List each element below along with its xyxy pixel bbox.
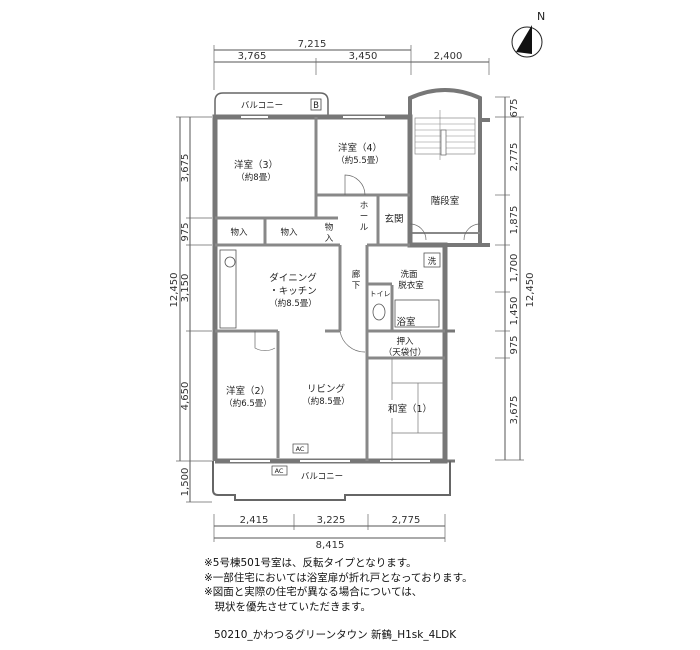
room-storage-1: 物入 [230, 227, 248, 238]
dim-left-5: 1,500 [180, 468, 191, 497]
door-swings [254, 174, 481, 353]
dim-right-6: 975 [509, 335, 520, 354]
dim-bottom-1: 2,415 [240, 515, 269, 526]
dim-left-2: 975 [180, 222, 191, 241]
ac-indoor-label: AC [296, 445, 305, 453]
stove-icon [224, 256, 236, 268]
toilet-fixture [372, 303, 386, 321]
room-western4-size: （約5.5畳） [336, 155, 384, 166]
dim-top-3: 2,400 [434, 51, 463, 62]
dim-top-2: 3,450 [349, 51, 378, 62]
room-corridor-b: 下 [352, 281, 361, 291]
room-washroom-a: 洗面 [400, 269, 418, 280]
room-washer: 洗 [428, 256, 437, 267]
kitchen-counter [219, 249, 237, 329]
note-3: ※図面と実際の住宅が異なる場合については、 [204, 586, 423, 598]
top-dimensions: 7,215 3,765 3,450 2,400 [213, 39, 490, 90]
dim-left-1: 3,675 [180, 154, 191, 183]
dim-bottom-2: 3,225 [317, 515, 346, 526]
room-western2-size: （約6.5畳） [224, 398, 272, 409]
dim-right-7: 3,675 [509, 396, 520, 425]
note-4: 現状を優先させていただきます。 [204, 600, 371, 613]
dim-right-3: 1,875 [509, 206, 520, 235]
stairwell-label: 階段室 [431, 195, 460, 207]
dim-right-2: 2,775 [509, 143, 520, 172]
room-japanese1: 和室（1） [388, 403, 432, 415]
room-storage-3b: 入 [325, 234, 334, 244]
left-dimensions: 12,450 3,675 975 3,150 4,650 1,500 [169, 116, 212, 503]
room-bath: 浴室 [396, 316, 415, 328]
right-dimensions: 675 2,775 1,875 1,700 1,450 975 3,675 12… [495, 96, 536, 461]
room-western3: 洋室（3） [234, 159, 278, 171]
room-storage-3a: 物 [325, 222, 334, 233]
walls [212, 114, 490, 464]
svg-text:N: N [537, 10, 545, 23]
notes: ※5号棟501号室は、反転タイプとなります。 ※一部住宅においては浴室扉が折れ戸… [204, 556, 473, 614]
room-living-size: （約8.5畳） [302, 396, 350, 407]
balcony-b-label: B [313, 101, 319, 111]
dim-left-3: 3,150 [180, 274, 191, 303]
note-1: ※5号棟501号室は、反転タイプとなります。 [204, 557, 417, 569]
dim-right-5: 1,450 [509, 297, 520, 326]
room-corridor-a: 廊 [352, 269, 361, 280]
room-dining: ダイニング [269, 272, 317, 284]
room-storage-2: 物入 [280, 227, 298, 238]
room-entrance: 玄関 [384, 213, 403, 225]
room-washroom-b: 脱衣室 [398, 280, 424, 291]
room-closet-note: （天袋付） [384, 347, 427, 358]
dim-left-4: 4,650 [180, 382, 191, 411]
dim-right-1: 675 [509, 98, 520, 117]
balcony-top-rail [214, 92, 329, 117]
room-labels: 洋室（3） （約8畳） 洋室（4） （約5.5畳） 物入 物入 物 入 ホ ー … [224, 142, 437, 476]
dim-right-4: 1,700 [509, 254, 520, 283]
note-2: ※一部住宅においては浴室扉が折れ戸となっております。 [204, 571, 473, 584]
room-western4: 洋室（4） [338, 142, 382, 154]
room-hall-b: ー [360, 212, 369, 222]
room-hall-c: ル [360, 223, 369, 233]
dim-bottom-3: 2,775 [392, 515, 421, 526]
room-living: リビング [307, 383, 346, 395]
room-western3-size: （約8畳） [236, 172, 275, 183]
stairwell: 階段室 [408, 88, 482, 245]
balcony-bottom-rail [212, 461, 451, 501]
washer-space [423, 252, 441, 268]
room-closet: 押入 [396, 336, 414, 347]
room-dining-size: （約8.5畳） [269, 298, 317, 309]
dim-bottom-total: 8,415 [316, 540, 345, 551]
dim-right-total: 12,450 [525, 273, 536, 308]
dim-left-total: 12,450 [169, 273, 180, 308]
room-toilet: トイレ [370, 290, 391, 298]
tatami-lines [391, 358, 445, 461]
balcony-bottom-label: バルコニー [301, 472, 343, 482]
dim-top-total: 7,215 [298, 39, 327, 50]
north-compass-icon: N [511, 10, 545, 58]
balcony-b-box [310, 98, 322, 111]
balcony-top-label: バルコニー [241, 101, 283, 111]
plan-code: 50210_かわつるグリーンタウン 新鶴_H1sk_4LDK [214, 629, 457, 641]
bathtub [394, 299, 440, 328]
ac-outdoor-label: AC [275, 467, 284, 475]
room-hall-a: ホ [360, 201, 369, 211]
room-kitchen: ・キッチン [269, 286, 317, 297]
room-western2: 洋室（2） [226, 385, 270, 397]
bottom-dimensions: 2,415 3,225 2,775 8,415 [213, 514, 446, 551]
dim-top-1: 3,765 [238, 51, 267, 62]
